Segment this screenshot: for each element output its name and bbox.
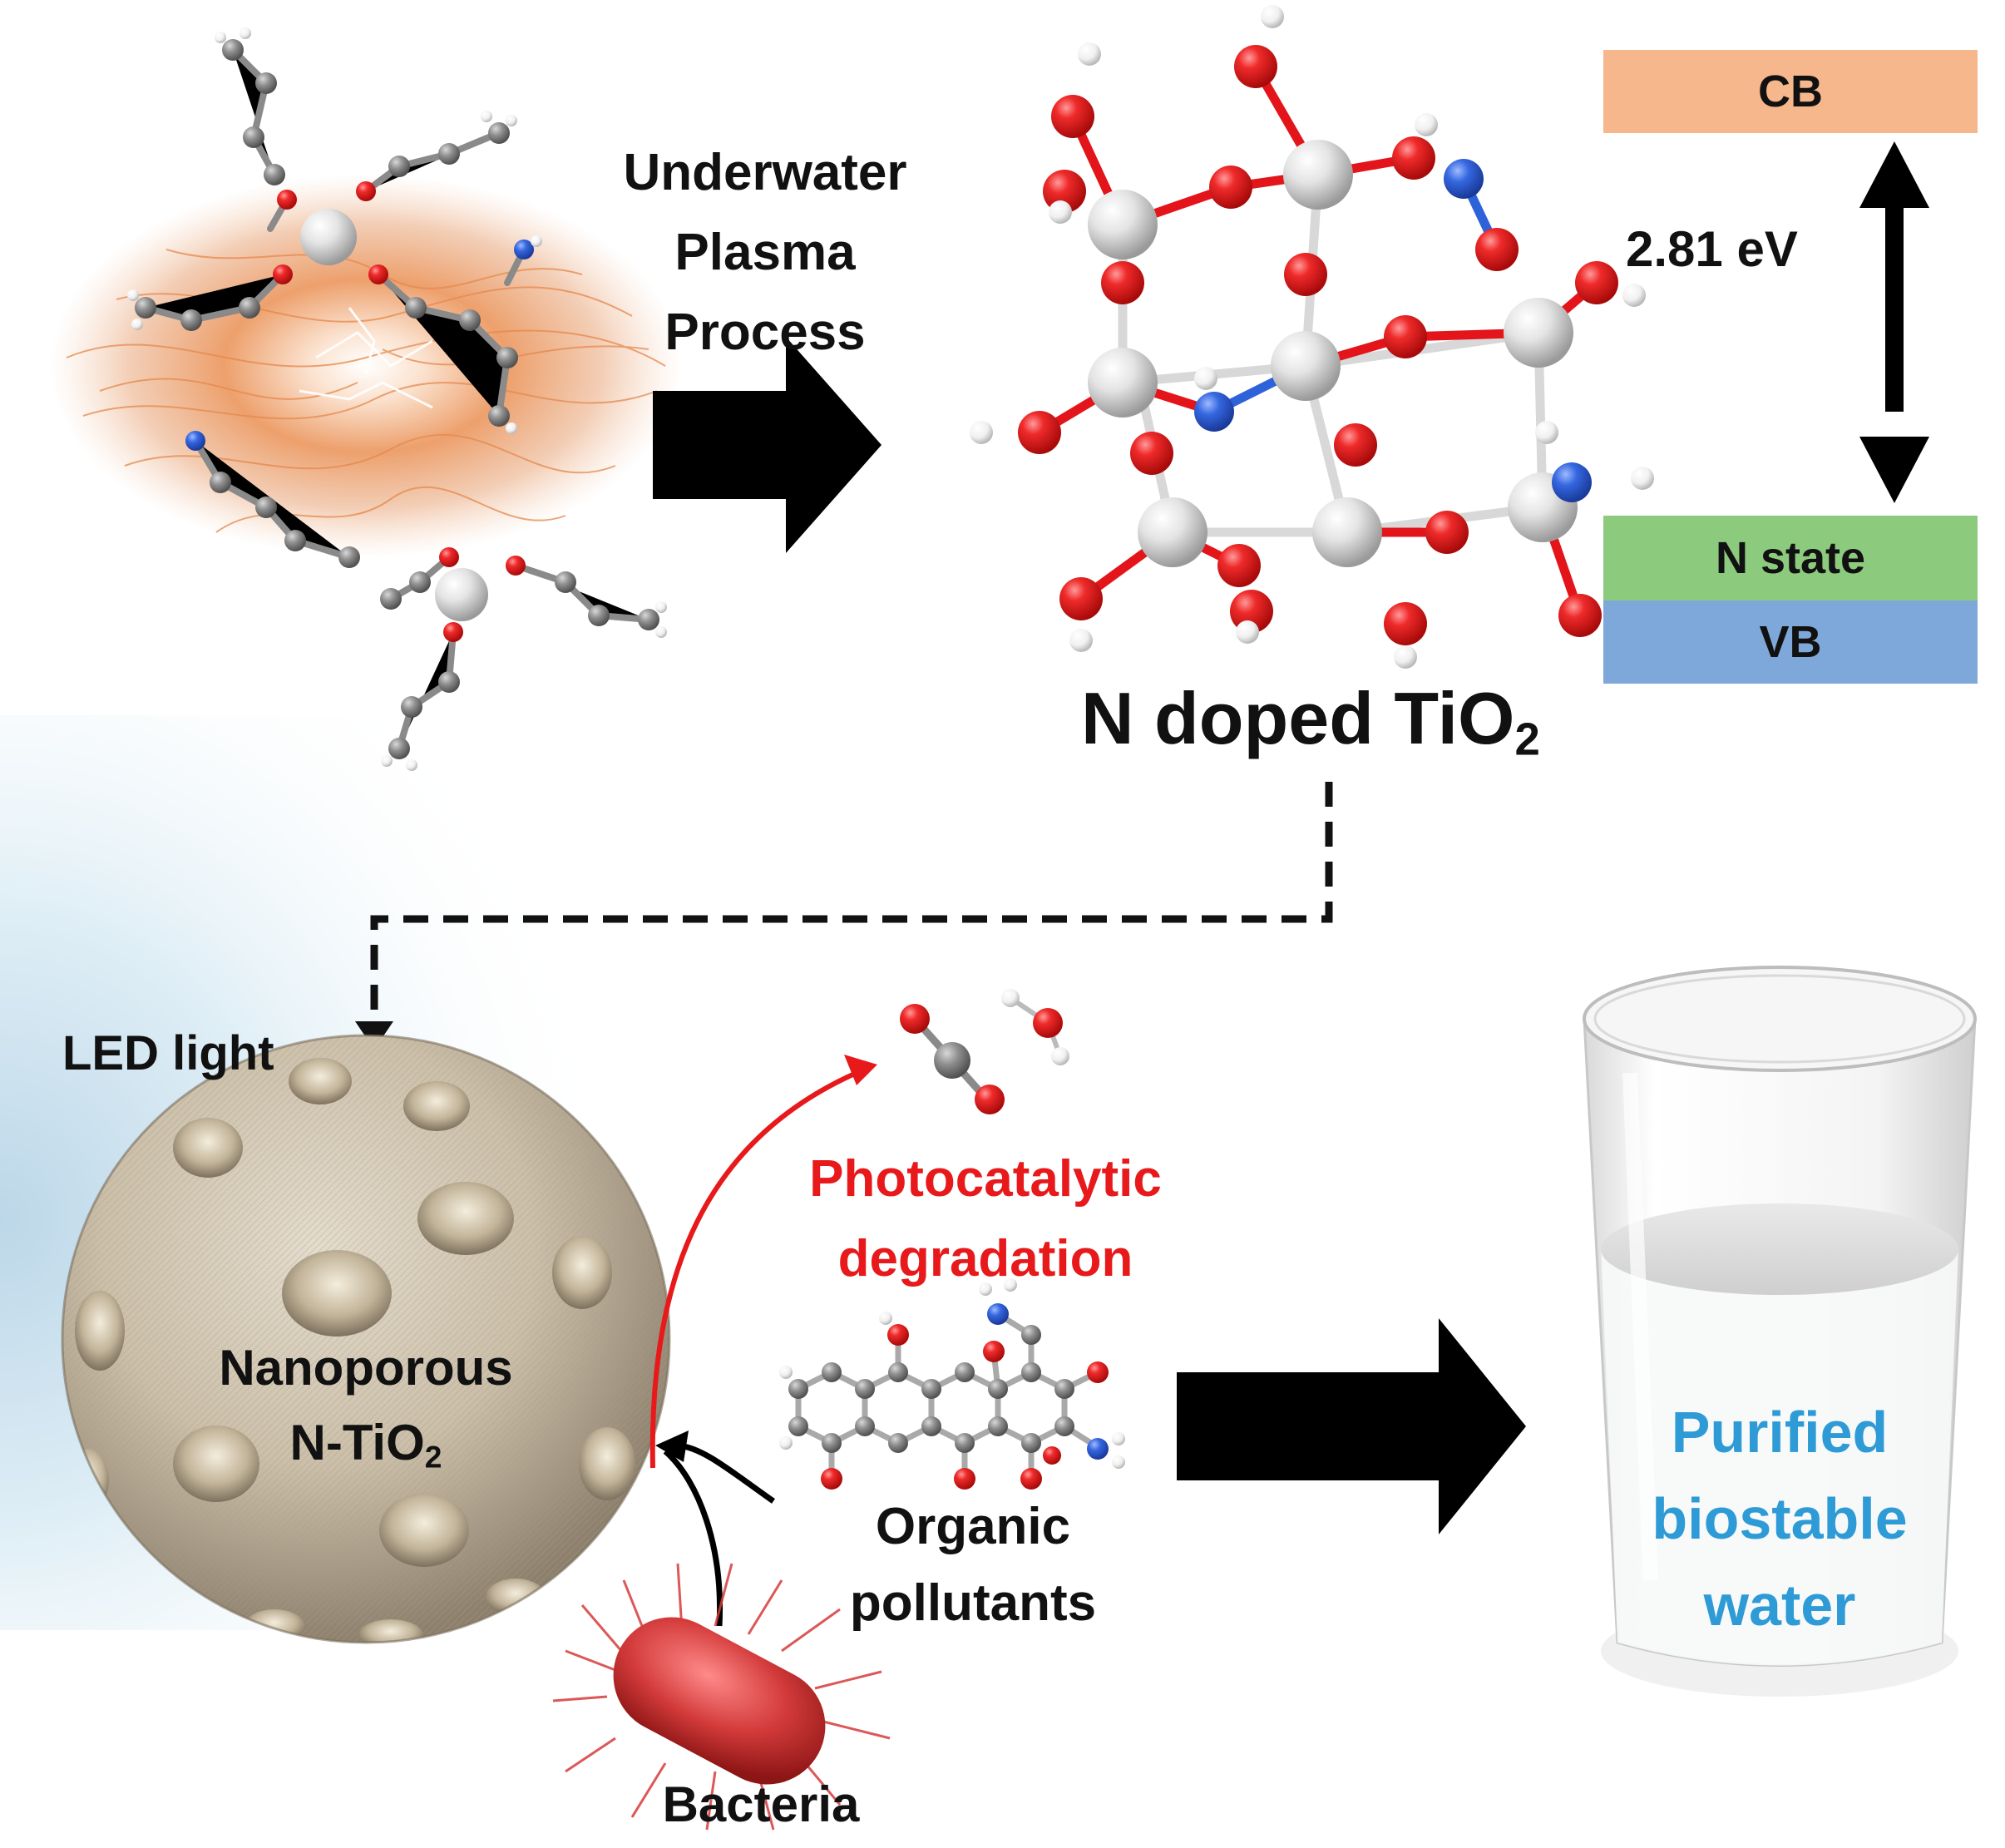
water-glass bbox=[1583, 966, 1977, 1697]
precursor-oxygen-atoms bbox=[273, 181, 526, 642]
cb-band-label: CB bbox=[1758, 67, 1823, 116]
product-label-text: N doped TiO bbox=[1081, 677, 1515, 759]
precursor-molecule-cluster bbox=[50, 27, 682, 771]
pollutant-arrow bbox=[677, 1442, 776, 1504]
particle-label-formula: N-TiO bbox=[289, 1415, 425, 1470]
dashed-connector bbox=[370, 782, 1333, 1023]
precursor-hydrogen-atoms bbox=[127, 27, 667, 771]
nanoporous-particle bbox=[61, 1034, 671, 1644]
plasma-sparks bbox=[299, 307, 433, 409]
purification-arrow bbox=[1177, 1318, 1526, 1534]
precursor-titanium-atoms bbox=[300, 209, 488, 621]
vb-band bbox=[1603, 600, 1978, 684]
particle-label-line-1: Nanoporous bbox=[219, 1340, 513, 1396]
bacteria-label: Bacteria bbox=[662, 1776, 860, 1832]
band-gap-arrow bbox=[1859, 141, 1929, 503]
photocatalytic-label-line-1: Photocatalytic bbox=[809, 1150, 1162, 1208]
purified-water-line-2: biostable bbox=[1652, 1486, 1908, 1551]
band-gap-energy: 2.81 eV bbox=[1626, 221, 1798, 277]
photocatalytic-label: Photocatalytic degradation bbox=[748, 1139, 1222, 1299]
organic-pollutants-label: Organic pollutants bbox=[798, 1489, 1148, 1642]
product-label: N doped TiO2 bbox=[1081, 682, 1540, 763]
bacteria-cell bbox=[552, 1563, 891, 1831]
n-state-band-label: N state bbox=[1715, 533, 1866, 583]
organic-pollutant-molecule bbox=[779, 1278, 1125, 1490]
h2o-molecule bbox=[1001, 989, 1069, 1065]
n-doped-tio2-structure bbox=[970, 5, 1654, 669]
organic-pollutants-line-1: Organic bbox=[875, 1498, 1071, 1555]
n-state-band bbox=[1603, 516, 1978, 600]
process-label: Underwater Plasma Process bbox=[574, 133, 956, 373]
particle-label-line-2: N-TiO2 bbox=[166, 1406, 565, 1480]
product-label-subscript: 2 bbox=[1514, 714, 1540, 765]
photocatalytic-label-line-2: degradation bbox=[837, 1230, 1133, 1287]
purified-water-line-1: Purified bbox=[1671, 1400, 1889, 1465]
process-label-line-3: Process bbox=[664, 304, 866, 361]
precursor-nitrogen-atoms bbox=[185, 240, 534, 451]
process-label-line-1: Underwater bbox=[623, 144, 907, 201]
purified-water-label: Purified biostable water bbox=[1605, 1389, 1954, 1648]
particle-label: Nanoporous N-TiO2 bbox=[166, 1331, 565, 1480]
precursor-carbon-atoms bbox=[135, 39, 659, 759]
crystal-nitrogen-atoms bbox=[1194, 159, 1592, 502]
process-label-line-2: Plasma bbox=[674, 224, 856, 281]
crystal-titanium-atoms bbox=[1088, 140, 1578, 567]
pollutant-arrowhead bbox=[655, 1430, 689, 1462]
crystal-hydrogen-atoms bbox=[970, 5, 1654, 669]
organic-pollutants-line-2: pollutants bbox=[849, 1574, 1097, 1632]
particle-label-subscript: 2 bbox=[424, 1439, 442, 1475]
led-light-label: LED light bbox=[62, 1026, 274, 1080]
photocatalytic-arrowhead bbox=[844, 1055, 877, 1085]
vb-band-label: VB bbox=[1759, 617, 1822, 667]
cb-band bbox=[1603, 50, 1978, 133]
purified-water-line-3: water bbox=[1703, 1573, 1856, 1638]
bacteria-arrow bbox=[663, 1449, 723, 1627]
co2-molecule bbox=[900, 1004, 1005, 1114]
process-arrow bbox=[653, 337, 882, 553]
crystal-oxygen-atoms bbox=[1018, 45, 1618, 645]
photocatalytic-arrow bbox=[649, 1070, 858, 1469]
